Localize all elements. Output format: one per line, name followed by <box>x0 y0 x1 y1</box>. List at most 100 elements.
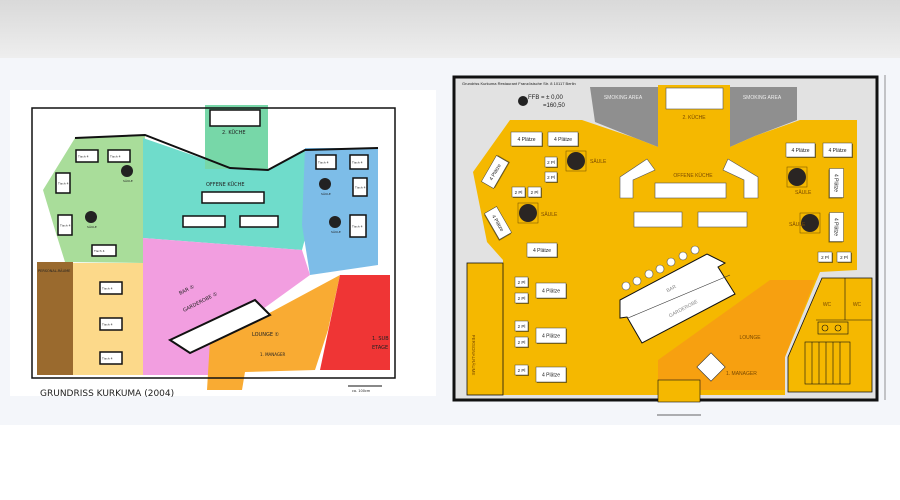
bar-stool <box>666 257 676 267</box>
table-4-seats: 4 Plätze <box>535 327 567 344</box>
table-4-seats: 4 Plätze <box>828 168 844 199</box>
label-sub-floor: 1. SUB <box>372 336 389 342</box>
table-label: 4 Plätze <box>791 148 809 154</box>
sketch-column-icon <box>121 165 133 177</box>
bar-stool <box>690 245 700 255</box>
table-label: 4 Plätze <box>533 248 551 254</box>
table-2-seats: 2 Pl <box>544 171 558 183</box>
column-icon <box>567 152 585 170</box>
table-4-seats: 4 Plätze <box>535 366 567 383</box>
sketch-table <box>107 149 131 163</box>
smoking-area-right <box>730 87 797 147</box>
sketch-table-label: Tisch 4 <box>354 186 366 190</box>
table-label: 2 Pl <box>547 175 555 180</box>
sketch-table <box>57 214 73 236</box>
sketch-table <box>75 149 99 163</box>
table-2-seats: 2 Pl <box>514 320 529 332</box>
label-column: SÄULE <box>590 158 607 165</box>
sketch-table <box>55 172 71 194</box>
bar-counter <box>167 298 272 355</box>
kitchen-counter-angled <box>619 158 656 199</box>
sketch-column-label: SÄULE <box>123 178 133 183</box>
staff-rooms <box>466 262 504 396</box>
sketch-table <box>99 281 123 295</box>
table-4-seats: 4 Plätze <box>785 142 816 158</box>
kitchen-counter <box>239 215 279 228</box>
label-manager: 1. MANAGER <box>260 352 286 357</box>
zone-brown <box>37 262 73 375</box>
label-wc: WC <box>853 302 862 308</box>
column-icon <box>519 204 537 222</box>
bar-divider <box>627 274 731 319</box>
bar-stool <box>678 251 688 261</box>
label-lounge: LOUNGE ① <box>252 332 280 338</box>
label-wc: WC <box>823 302 832 308</box>
sketch-table-label: Tisch 4 <box>351 225 363 229</box>
sketch-floor-plan: Tisch 4 Tisch 4 Tisch 4 Tisch 4 Tisch 4 Tisch… <box>10 90 436 399</box>
label-lounge: LOUNGE <box>739 335 761 341</box>
kitchen-counter <box>201 191 265 204</box>
label-sub-floor-2: ETAGE <box>372 345 388 351</box>
column-frame <box>799 212 821 234</box>
table-label: 4 Plätze <box>517 137 535 143</box>
kitchen2-counter <box>209 109 261 127</box>
table-label: 2 Pl <box>518 280 526 285</box>
sketch-table-label: Tisch 4 <box>101 357 113 361</box>
building-outline <box>31 107 396 379</box>
ffb-height: =160,50 <box>543 103 566 109</box>
sketch-table-label: Tisch 4 <box>59 224 71 228</box>
level-marker-icon <box>518 96 528 106</box>
table-label: 2 Pl <box>518 368 526 373</box>
sketch-column-label: SÄULE <box>331 229 341 234</box>
wc-stairs <box>804 278 872 385</box>
table-label: 4 Plätze <box>542 333 560 339</box>
table-2-seats: 2 Pl <box>836 251 852 263</box>
table-4-seats: 4 Plätze <box>547 131 579 147</box>
sketch-table <box>349 154 369 170</box>
lounge-zone <box>658 280 815 390</box>
table-label: 2 Pl <box>515 190 523 195</box>
table-2-seats: 2 Pl <box>514 364 529 376</box>
bar-stool <box>644 269 654 279</box>
header-band <box>0 0 900 58</box>
sketch-table-label: Tisch 4 <box>109 155 121 159</box>
table-2-seats: 2 Pl <box>817 251 833 263</box>
table-label: 4 Plätze <box>833 218 839 236</box>
table-4-seats: 4 Plätze <box>484 206 512 241</box>
sketch-table <box>99 317 123 331</box>
label-staff: PERSONAL-RÄUME <box>38 268 70 273</box>
label-bar: BAR <box>666 284 678 294</box>
sketch-table <box>315 154 337 170</box>
table-2-seats: 2 Pl <box>544 156 558 168</box>
kitchen-counter <box>182 215 226 228</box>
bar-stool <box>655 264 665 274</box>
table-label: 2 Pl <box>518 324 526 329</box>
column-frame <box>786 166 808 188</box>
kitchen-counter <box>654 182 727 199</box>
table-4-seats: 4 Plätze <box>535 282 567 299</box>
table-label: 4 Plätze <box>542 288 560 294</box>
column-frame <box>517 202 539 224</box>
table-2-seats: 2 Pl <box>514 292 529 304</box>
table-2-seats: 2 Pl <box>511 186 526 198</box>
label-smoking-right: SMOKING AREA <box>743 95 782 101</box>
sketch-table <box>91 244 117 257</box>
sketch-caption: GRUNDRISS KURKUMA (2004) <box>40 389 174 399</box>
table-label: 4 Plätze <box>828 148 846 154</box>
sketch-table <box>349 214 367 238</box>
sketch-table-label: Tisch 4 <box>57 182 69 186</box>
kitchen-counter-angled <box>722 158 759 199</box>
label-smoking-left: SMOKING AREA <box>604 95 643 101</box>
table-label: 4 Plätze <box>542 372 560 378</box>
manager-desk <box>696 352 726 382</box>
table-2-seats: 2 Pl <box>514 336 529 348</box>
kitchen2-counter <box>665 87 724 110</box>
label-column: SÄULE <box>789 221 806 228</box>
table-2-seats: 2 Pl <box>527 186 542 198</box>
entrance-door[interactable] <box>657 379 701 403</box>
bar-counter <box>619 253 736 344</box>
smoking-area-left <box>590 87 658 147</box>
label-manager: 1. MANAGER <box>726 371 757 377</box>
kitchen-counter <box>697 211 748 228</box>
label-kitchen2: 2. KÜCHE <box>222 129 246 136</box>
